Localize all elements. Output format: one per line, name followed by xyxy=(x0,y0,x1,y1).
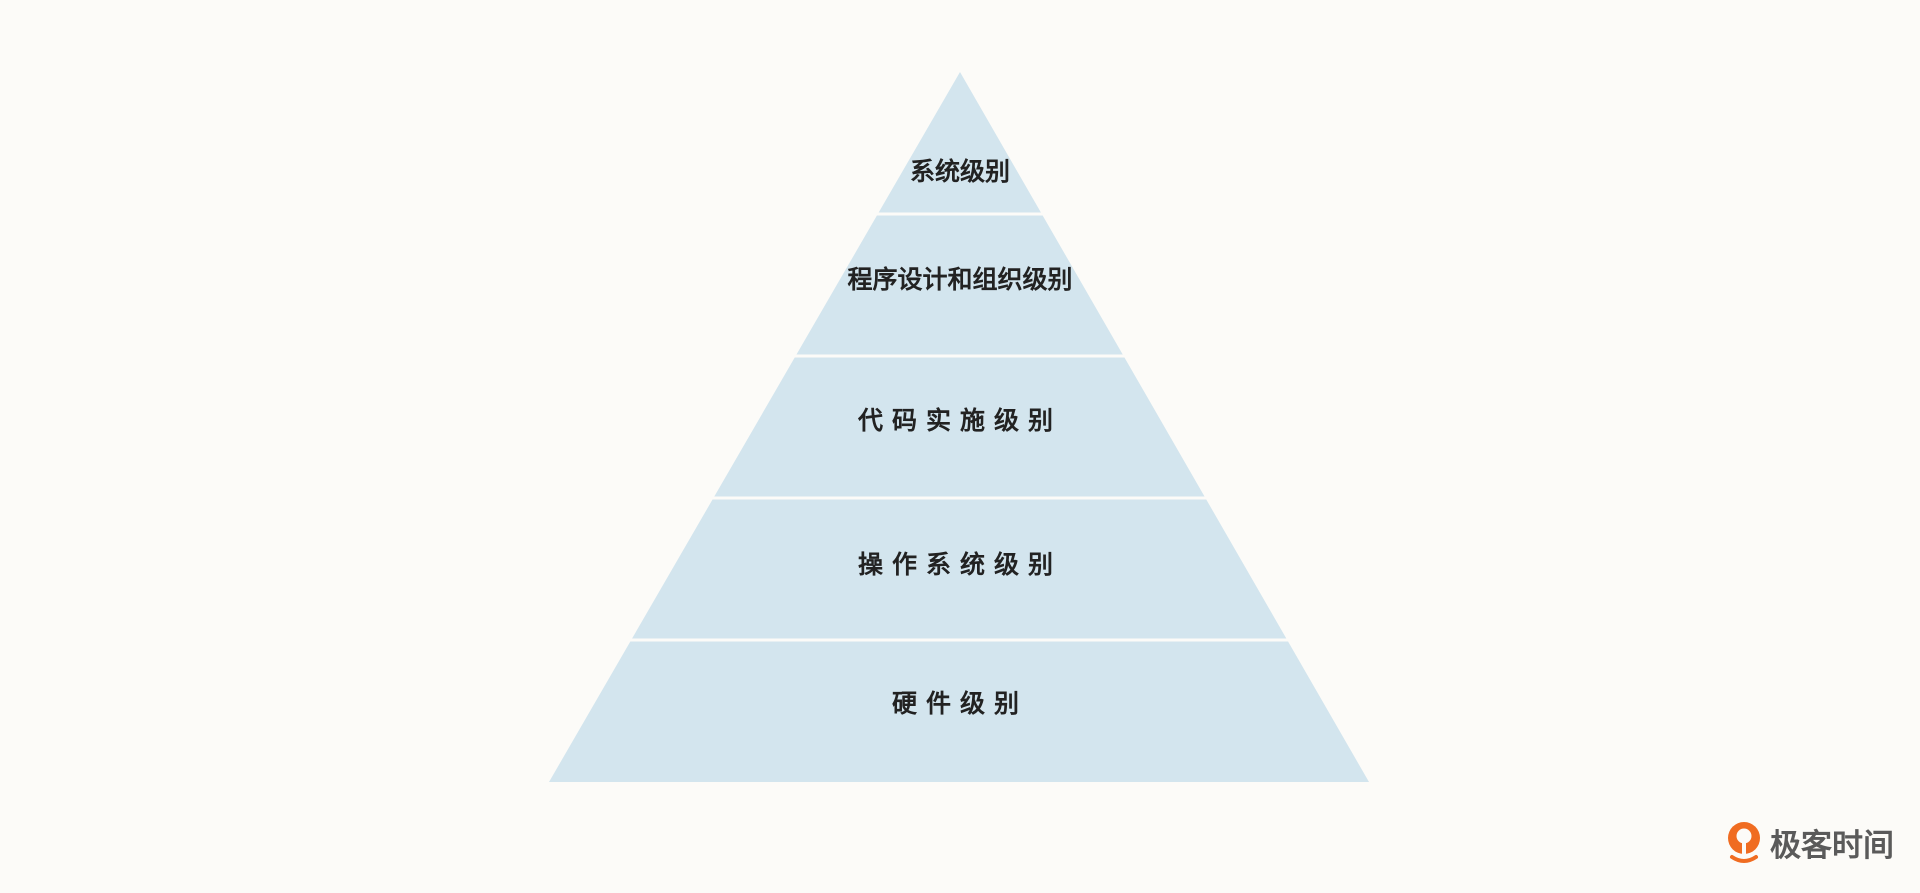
brand-logo: 极客时间 xyxy=(1724,819,1894,865)
tier-dividers xyxy=(630,212,1290,642)
tier-label-4: 操作系统级别 xyxy=(858,550,1062,579)
tier-label-5: 硬件级别 xyxy=(892,689,1028,718)
brand-name: 极客时间 xyxy=(1770,827,1894,864)
tier-label-3: 代码实施级别 xyxy=(857,406,1062,435)
geektime-logo-icon xyxy=(1728,822,1760,863)
pyramid-shape xyxy=(549,72,1369,782)
tier-label-2: 程序设计和组织级别 xyxy=(847,265,1072,294)
tier-label-1: 系统级别 xyxy=(910,157,1010,186)
